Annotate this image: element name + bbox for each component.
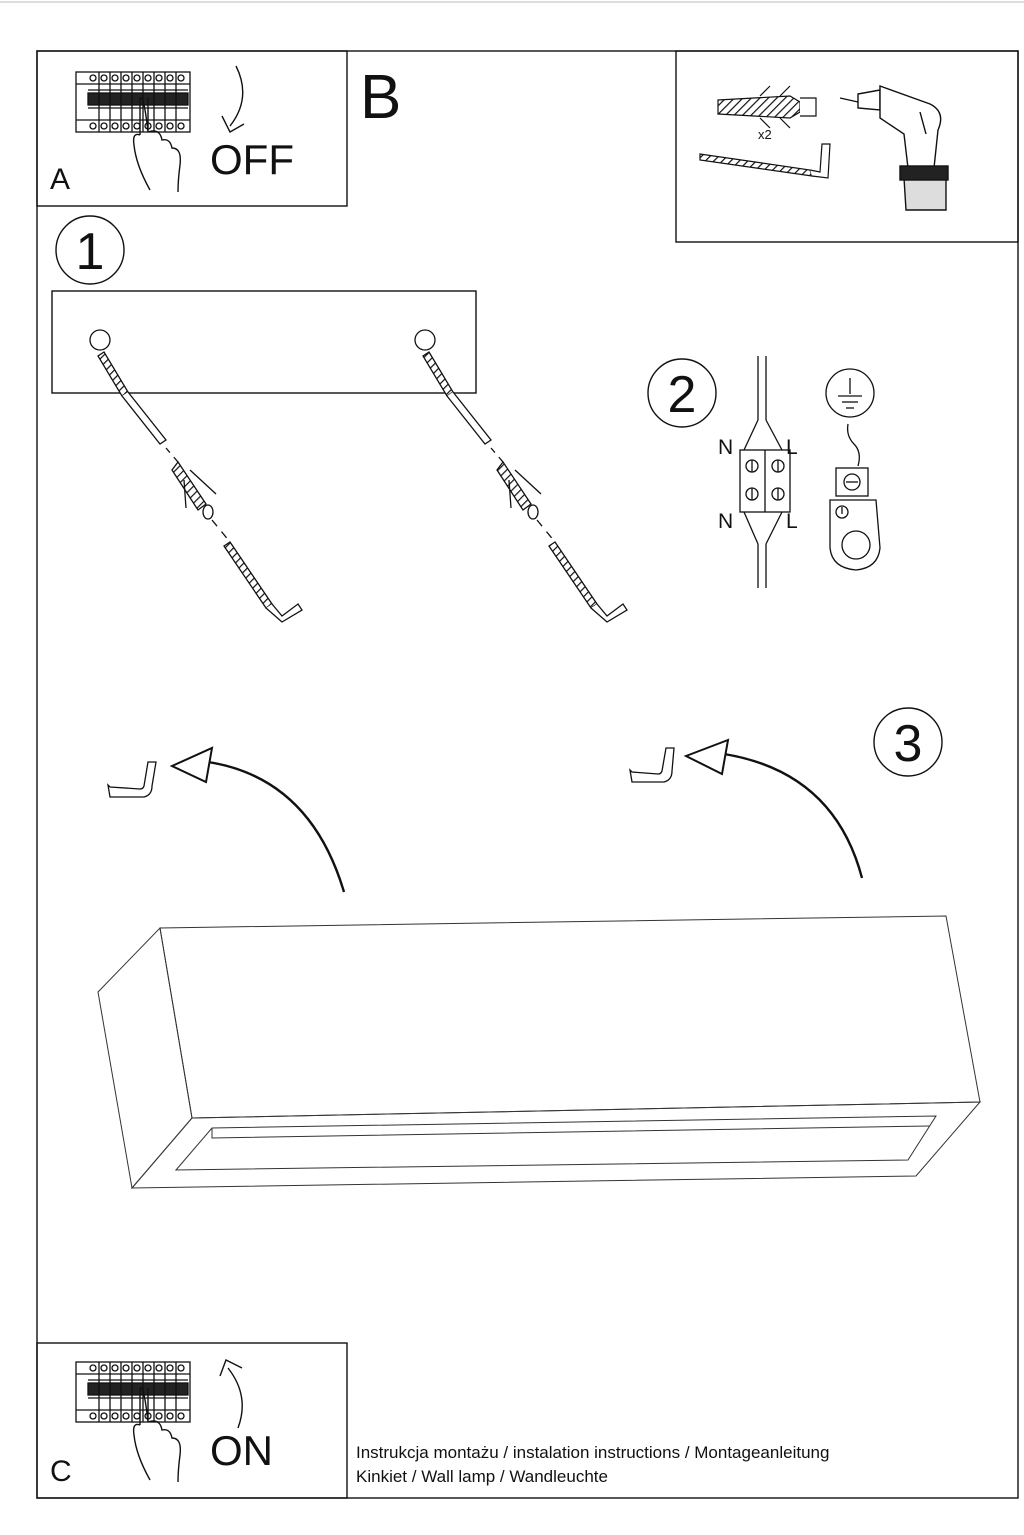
step-2-number: 2: [668, 366, 697, 424]
hand-icon: [132, 1387, 182, 1483]
wall-lamp-body: [97, 915, 982, 1190]
quantity-label: x2: [758, 127, 772, 142]
arrow-up-icon: [219, 1359, 243, 1429]
panel-c: C ON: [36, 1342, 348, 1499]
footer-product-name: Kinkiet / Wall lamp / Wandleuchte: [356, 1467, 608, 1486]
left-fixing-assembly: [89, 329, 303, 623]
step-1: 1: [51, 215, 628, 623]
right-fixing-assembly: [414, 329, 628, 623]
hook-screw-icon: [699, 143, 831, 179]
mounting-plate: [51, 290, 477, 394]
page-frame: [36, 50, 1019, 1499]
breaker-panel-icon: [75, 1361, 191, 1423]
live-label-bottom: L: [786, 510, 798, 533]
step-2: 2 N L N L: [647, 356, 881, 588]
panel-a: A OFF: [36, 50, 348, 207]
off-label: OFF: [210, 136, 294, 183]
right-curved-arrow: [723, 752, 864, 879]
arrow-down-icon: [221, 65, 245, 133]
tools-panel: x2: [675, 50, 1019, 243]
left-hook-icon: [107, 761, 157, 798]
wall-plug-icon: [717, 85, 817, 129]
step-3-number: 3: [894, 715, 923, 773]
breaker-panel-icon: [75, 71, 191, 133]
step-3: 3: [97, 707, 982, 1190]
hand-icon: [132, 97, 182, 193]
ground-terminal-icon: [825, 368, 881, 571]
live-label-top: L: [786, 436, 798, 459]
panel-a-letter: A: [50, 163, 70, 196]
neutral-label-top: N: [718, 436, 733, 459]
terminal-block-icon: [739, 356, 791, 588]
left-arrowhead: [169, 746, 214, 784]
right-arrowhead: [683, 738, 730, 776]
footer-instructions-title: Instrukcja montażu / instalation instruc…: [356, 1443, 829, 1462]
step-1-number: 1: [76, 223, 105, 281]
drill-icon: [839, 85, 949, 211]
on-label: ON: [210, 1427, 273, 1474]
section-b-letter: B: [360, 63, 401, 132]
panel-c-letter: C: [50, 1455, 72, 1488]
left-curved-arrow: [207, 760, 346, 893]
neutral-label-bottom: N: [718, 510, 733, 533]
right-hook-icon: [629, 747, 675, 783]
